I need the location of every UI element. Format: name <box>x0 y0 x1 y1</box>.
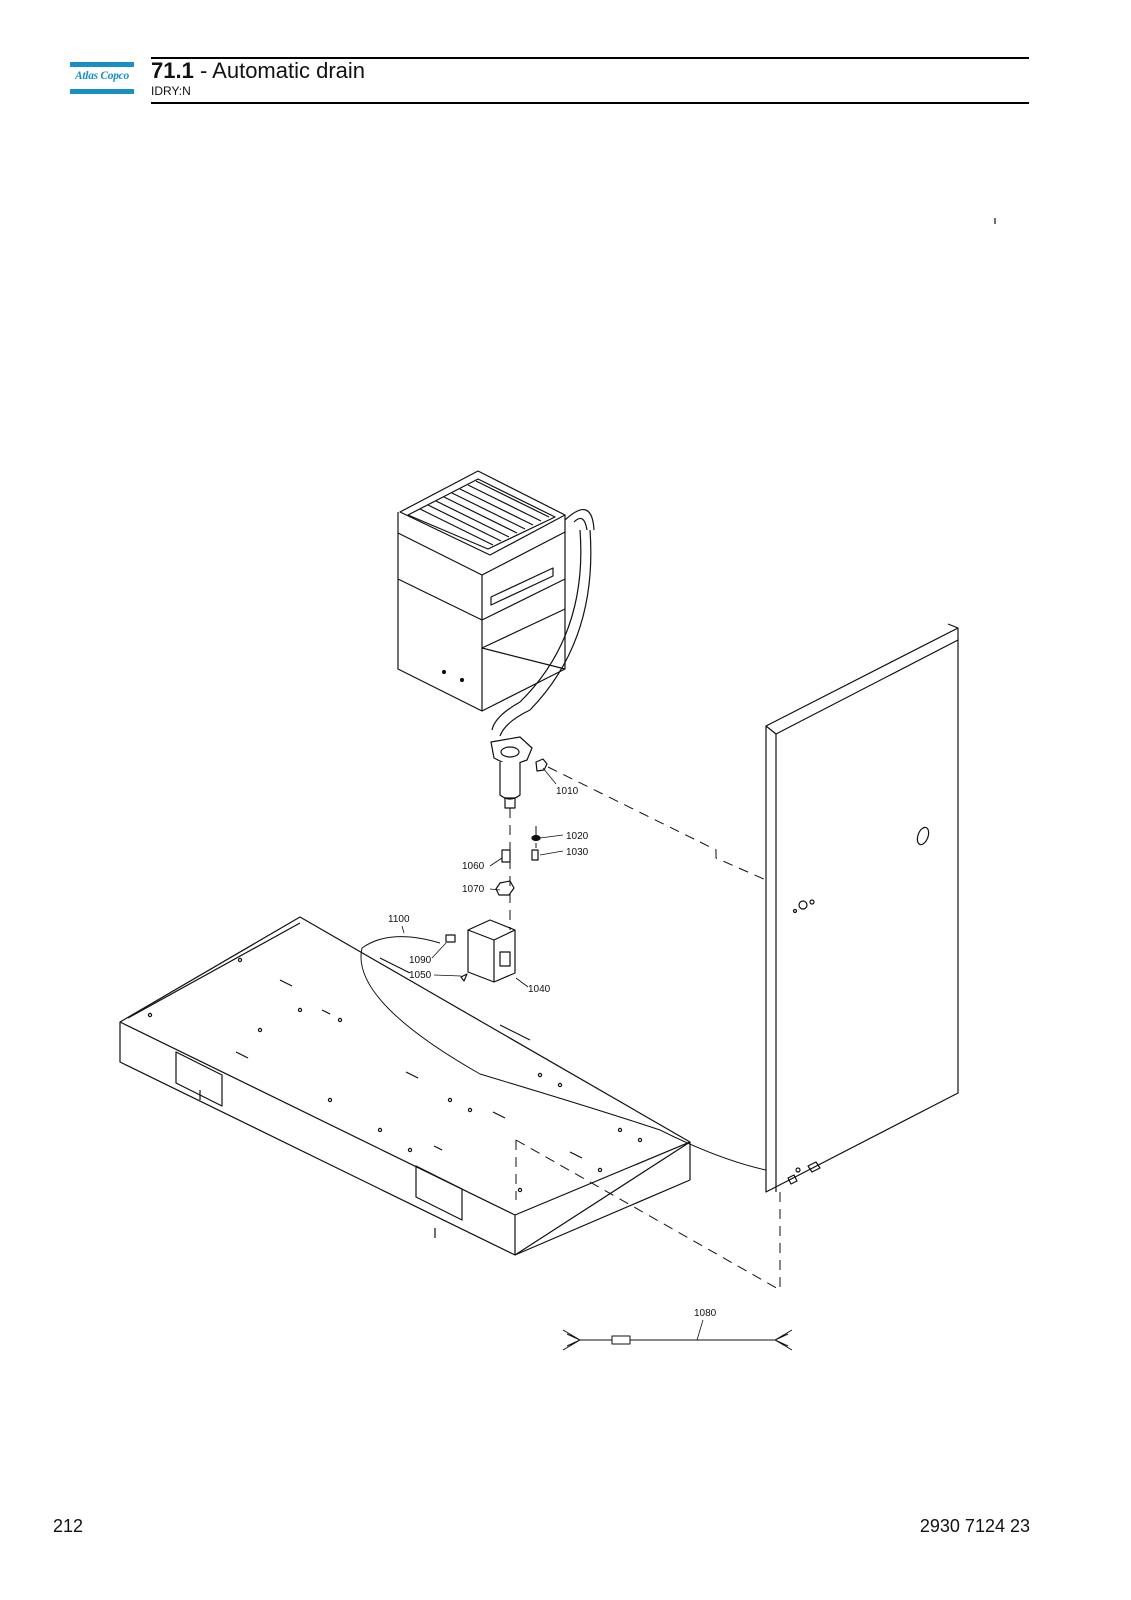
cable-harness <box>562 1329 793 1351</box>
part-label-1100: 1100 <box>388 914 410 925</box>
part-label-1040: 1040 <box>528 984 551 995</box>
section-title: 71.1 - Automatic drain <box>151 58 365 84</box>
part-label-1010: 1010 <box>556 786 579 797</box>
part-label-1080: 1080 <box>694 1308 717 1319</box>
section-number: 71.1 <box>151 58 194 83</box>
fittings <box>445 758 548 982</box>
atlas-copco-logo: Atlas Copco <box>70 62 134 96</box>
page-number: 212 <box>53 1516 84 1536</box>
base-frame <box>119 916 691 1256</box>
part-label-1070: 1070 <box>462 884 485 895</box>
heat-exchanger-assembly <box>397 470 595 737</box>
part-label-1090: 1090 <box>409 955 432 966</box>
part-label-1030: 1030 <box>566 847 589 858</box>
document-number: 2930 7124 23 <box>919 1516 1030 1536</box>
filter-assembly <box>490 736 533 809</box>
leader-lines <box>401 767 704 1341</box>
section-title-text: - Automatic drain <box>199 58 366 83</box>
header-rule-bottom <box>151 102 1029 104</box>
drain-valve <box>467 919 516 983</box>
side-panel <box>765 623 959 1193</box>
assembly-lines <box>509 766 781 1291</box>
drain-tube <box>360 936 767 1171</box>
part-label-1060: 1060 <box>462 861 485 872</box>
part-label-1020: 1020 <box>566 831 589 842</box>
part-labels: 1010 1020 1030 1060 1070 1100 1090 1050 … <box>388 786 717 1319</box>
part-label-1050: 1050 <box>409 970 432 981</box>
model-subtitle: IDRY:N <box>151 84 191 98</box>
header-rule-top <box>151 57 1029 59</box>
